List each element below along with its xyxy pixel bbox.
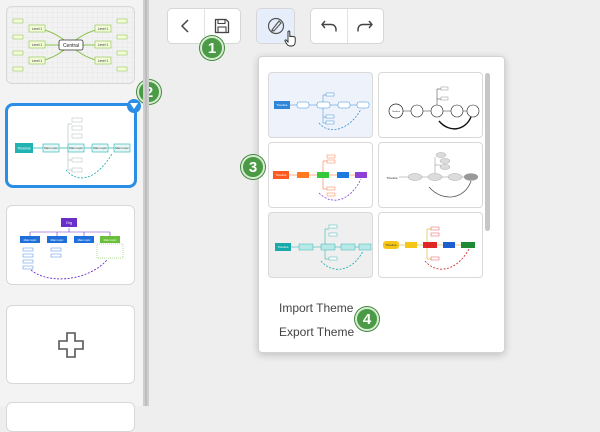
step-badge-4: 4 <box>355 307 379 331</box>
theme-preview: Timeline <box>386 152 479 198</box>
theme-5-root: Timeline <box>277 245 289 249</box>
theme-preview: Timeline <box>273 154 367 201</box>
theme-brush-icon <box>267 17 284 35</box>
slide-1-node: Level 1 <box>32 59 43 63</box>
undo-button[interactable] <box>311 9 347 43</box>
slide-2-node: Main topic <box>69 146 83 150</box>
step-badge-1: 1 <box>200 36 224 60</box>
hand-cursor-icon <box>284 30 296 47</box>
theme-preview: Timeline <box>275 224 372 270</box>
slide-thumbnail-2[interactable]: Timeline Main topic Main topic Main topi… <box>5 103 137 188</box>
redo-icon <box>357 20 374 32</box>
theme-list-scrollbar[interactable] <box>485 73 490 231</box>
slide-1-root: Central <box>63 43 79 49</box>
save-button[interactable] <box>203 9 240 43</box>
step-badge-3: 3 <box>241 155 265 179</box>
undo-icon <box>321 20 337 32</box>
slide-thumbnail-3[interactable]: Org Main topic Main topic Main topic Mai… <box>6 205 135 285</box>
slide-thumbnail-next[interactable] <box>6 402 135 432</box>
slide-3-node: Main topic <box>104 238 117 242</box>
slide-options-dropdown[interactable] <box>127 99 141 113</box>
theme-option-4[interactable]: Timeline <box>378 142 483 208</box>
theme-option-5[interactable]: Timeline <box>268 212 373 278</box>
theme-option-3[interactable]: Timeline <box>268 142 373 208</box>
slide-1-node: Level 1 <box>98 27 109 31</box>
redo-button[interactable] <box>346 9 383 43</box>
slide-1-node: Level 1 <box>32 27 43 31</box>
export-theme-item[interactable]: Export Theme <box>279 325 355 339</box>
orgchart-preview: Org Main topic Main topic Main topic Mai… <box>20 218 124 280</box>
slide-3-root: Org <box>66 221 72 225</box>
history-toolbar-group <box>310 8 384 44</box>
step-badge-2: 2 <box>137 80 161 104</box>
theme-option-2[interactable]: Timeline <box>378 72 483 138</box>
theme-6-root: Timeline <box>385 243 397 247</box>
slide-2-node: Main topic <box>93 146 107 150</box>
slide-3-node: Main topic <box>51 238 64 242</box>
theme-preview: Timeline <box>274 92 370 131</box>
slide-1-node: Level 1 <box>32 43 43 47</box>
theme-4-root: Timeline <box>386 176 398 180</box>
import-theme-item[interactable]: Import Theme <box>279 301 354 315</box>
slide-1-node: Level 1 <box>98 59 109 63</box>
chevron-left-icon <box>180 19 189 33</box>
theme-preview: Timeline <box>383 226 475 270</box>
slide-2-node: Main topic <box>44 146 58 150</box>
theme-2-root: Timeline <box>392 111 401 113</box>
theme-3-root: Timeline <box>275 173 287 177</box>
theme-option-6[interactable]: Timeline <box>378 212 483 278</box>
theme-1-root: Timeline <box>276 103 288 107</box>
timeline-preview: Timeline Main topic Main topic Main topi… <box>15 117 131 179</box>
slide-3-node: Main topic <box>78 238 91 242</box>
add-slide-button[interactable] <box>6 305 135 384</box>
scrollbar-thumb[interactable] <box>485 73 490 231</box>
slides-sidebar: Central Level 1 Level 1 Level 1 Level 1 … <box>0 0 161 432</box>
plus-icon <box>57 331 84 358</box>
sidebar-resize-handle[interactable] <box>143 0 149 406</box>
theme-option-1[interactable]: Timeline <box>268 72 373 138</box>
slide-3-node: Main topic <box>24 238 37 242</box>
mindmap-preview: Central Level 1 Level 1 Level 1 Level 1 … <box>7 7 134 83</box>
back-button[interactable] <box>168 9 204 43</box>
slide-2-root: Timeline <box>17 147 30 151</box>
save-icon <box>215 18 230 34</box>
theme-dropdown-panel: Timeline Timeline Timeline <box>258 56 505 353</box>
theme-preview: Timeline <box>388 86 480 130</box>
slide-2-node: Main topic <box>115 146 129 150</box>
slide-1-node: Level 1 <box>98 43 109 47</box>
slide-thumbnail-1[interactable]: Central Level 1 Level 1 Level 1 Level 1 … <box>6 6 135 84</box>
